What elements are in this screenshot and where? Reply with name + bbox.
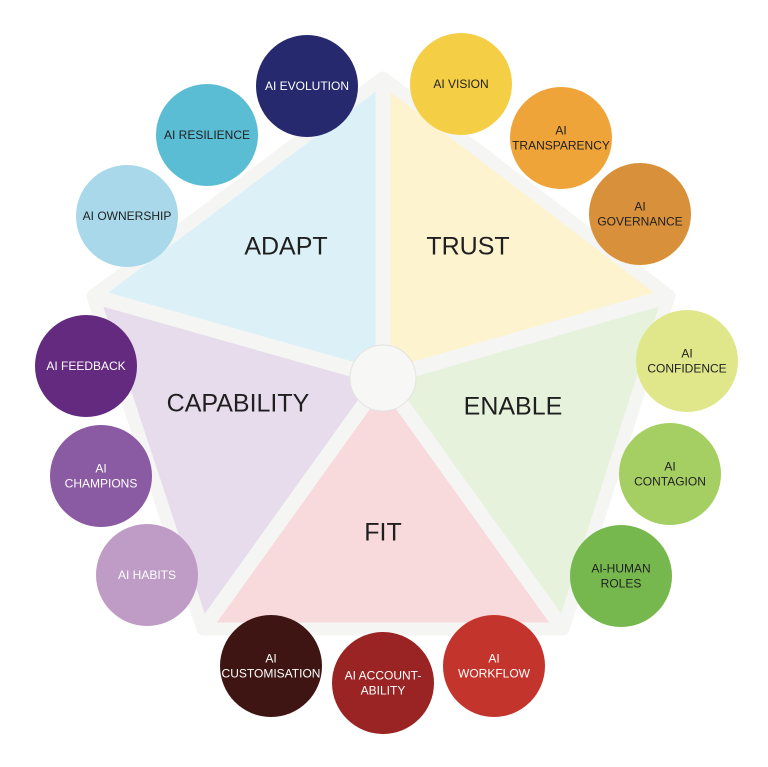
segment-layer <box>93 78 669 629</box>
circle-node: AI FEEDBACK <box>35 315 137 417</box>
circle-node-bg <box>410 33 512 135</box>
circle-node-bg <box>443 615 545 717</box>
circle-node-bg <box>636 310 738 412</box>
circle-label: ABILITY <box>361 684 406 698</box>
circle-node-bg <box>156 84 258 186</box>
circle-label: AI VISION <box>433 77 488 91</box>
segment-fit <box>203 378 563 629</box>
circle-node: AI HABITS <box>96 524 198 626</box>
circle-label: AI <box>265 652 276 666</box>
circle-label: AI-HUMAN <box>591 562 650 576</box>
circle-label: AI <box>681 347 692 361</box>
circle-label: CUSTOMISATION <box>222 667 321 681</box>
circle-node-bg <box>589 163 691 265</box>
circle-label: ROLES <box>601 577 642 591</box>
circle-node: AI ACCOUNT-ABILITY <box>332 632 434 734</box>
segment-label-trust: TRUST <box>426 233 509 261</box>
circle-layer: AI EVOLUTION AI RESILIENCE AI OWNERSHIP AI … <box>35 33 738 734</box>
circle-node-bg <box>619 423 721 525</box>
circle-node-bg <box>76 165 178 267</box>
center-hub <box>349 344 417 412</box>
segment-label-layer: ADAPT TRUST ENABLE FIT CAPABILITY <box>167 233 563 547</box>
circle-node: AI EVOLUTION <box>256 35 358 137</box>
circle-node-bg <box>256 35 358 137</box>
divider-line <box>90 288 386 386</box>
divider-line <box>380 288 672 386</box>
circle-node-bg <box>510 87 612 189</box>
circle-label: AI <box>664 460 675 474</box>
circle-label: GOVERNANCE <box>597 215 682 229</box>
segment-label-capability: CAPABILITY <box>167 390 310 418</box>
circle-label: AI EVOLUTION <box>265 79 349 93</box>
circle-label: CONTAGION <box>634 475 706 489</box>
circle-label: AI <box>95 462 106 476</box>
circle-node: AI OWNERSHIP <box>76 165 178 267</box>
circle-node-bg <box>50 425 152 527</box>
divider-line <box>196 373 390 634</box>
circle-node: AI VISION <box>410 33 512 135</box>
circle-node: AI RESILIENCE <box>156 84 258 186</box>
circle-label: AI ACCOUNT- <box>345 669 422 683</box>
circle-label: AI <box>555 124 566 138</box>
circle-label: CHAMPIONS <box>65 477 138 491</box>
segment-label-fit: FIT <box>364 519 402 547</box>
segment-trust <box>383 78 669 378</box>
circle-label: AI <box>634 200 645 214</box>
circle-label: AI OWNERSHIP <box>83 209 172 223</box>
circle-label: AI FEEDBACK <box>46 359 125 373</box>
segment-enable <box>383 296 669 629</box>
segment-capability <box>93 296 383 629</box>
circle-node-bg <box>570 525 672 627</box>
circle-node-bg <box>35 315 137 417</box>
circle-label: AI HABITS <box>118 568 176 582</box>
circle-label: WORKFLOW <box>458 667 531 681</box>
circle-node-bg <box>220 615 322 717</box>
circle-label: CONFIDENCE <box>647 362 726 376</box>
segment-label-adapt: ADAPT <box>244 233 327 261</box>
circle-node-bg <box>332 632 434 734</box>
circle-label: AI <box>488 652 499 666</box>
circle-node-bg <box>96 524 198 626</box>
circle-label: TRANSPARENCY <box>512 139 610 153</box>
divider-line <box>376 373 570 634</box>
segment-label-enable: ENABLE <box>464 393 563 421</box>
circle-label: AI RESILIENCE <box>164 128 250 142</box>
segment-adapt <box>93 78 383 378</box>
